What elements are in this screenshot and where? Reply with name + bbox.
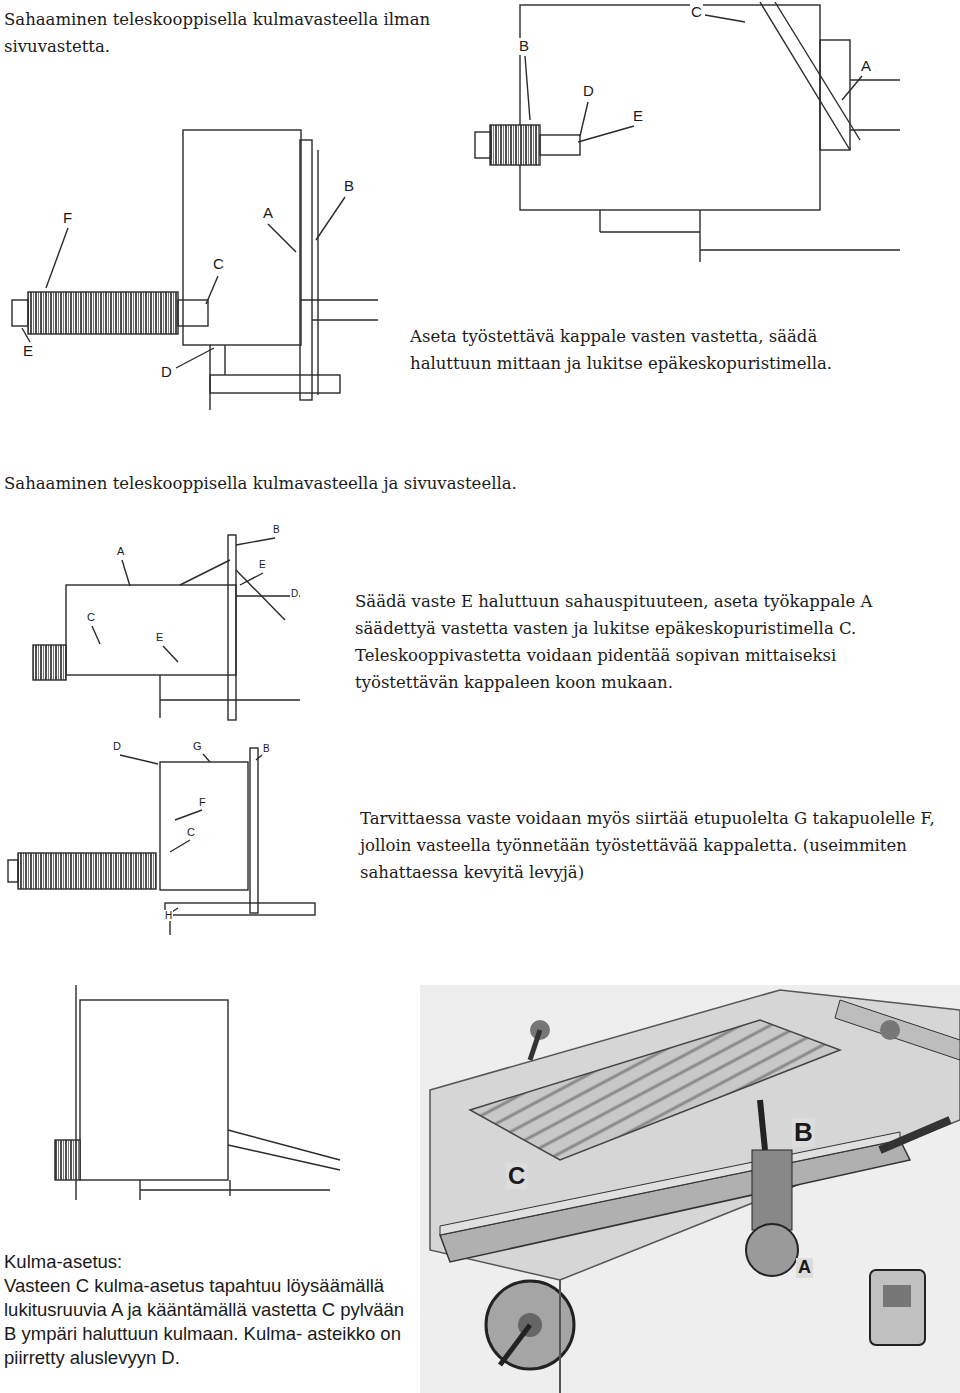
photo-callout: A — [796, 1258, 813, 1278]
instruction-text: Säädä vaste E haluttuun sahauspituuteen,… — [355, 588, 920, 696]
photo-callout: B — [792, 1118, 815, 1147]
callout-letter: C — [212, 256, 225, 273]
instruction-text: Vasteen C kulma-asetus tapahtuu löysäämä… — [4, 1274, 409, 1370]
section-heading: Kulma-asetus: — [4, 1250, 409, 1274]
callout-letter: B — [343, 178, 355, 195]
callout-letter: C — [186, 826, 196, 838]
callout-letter: H — [164, 910, 173, 921]
callout-letter: A — [116, 545, 125, 557]
callout-letter: E — [258, 559, 267, 570]
callout-letter: D — [582, 83, 595, 100]
callout-letter: B — [262, 743, 271, 754]
callout-letter: E — [22, 343, 34, 360]
callout-letter: E — [632, 108, 644, 125]
callout-letter: D — [290, 588, 299, 599]
callout-letter: A — [860, 58, 872, 75]
instruction-text: Aseta työstettävä kappale vasten vastett… — [410, 323, 890, 377]
callout-letter: C — [86, 611, 96, 623]
callout-letter: D — [112, 740, 122, 752]
callout-letter: B — [272, 524, 281, 535]
photo-callout: C — [506, 1163, 527, 1189]
instruction-text: Tarvittaessa vaste voidaan myös siirtää … — [360, 805, 945, 886]
callout-letter: D — [160, 364, 173, 381]
callout-letter: B — [518, 38, 530, 55]
callout-letter: C — [690, 4, 703, 21]
callout-letter: F — [62, 210, 73, 227]
callout-letter: G — [192, 740, 203, 752]
callout-letter: F — [198, 796, 207, 808]
callout-letter: A — [262, 205, 274, 222]
page-heading: Sahaaminen teleskooppisella kulmavasteel… — [4, 6, 459, 60]
callout-letter: E — [155, 631, 164, 643]
section-heading: Sahaaminen teleskooppisella kulmavasteel… — [4, 470, 644, 497]
